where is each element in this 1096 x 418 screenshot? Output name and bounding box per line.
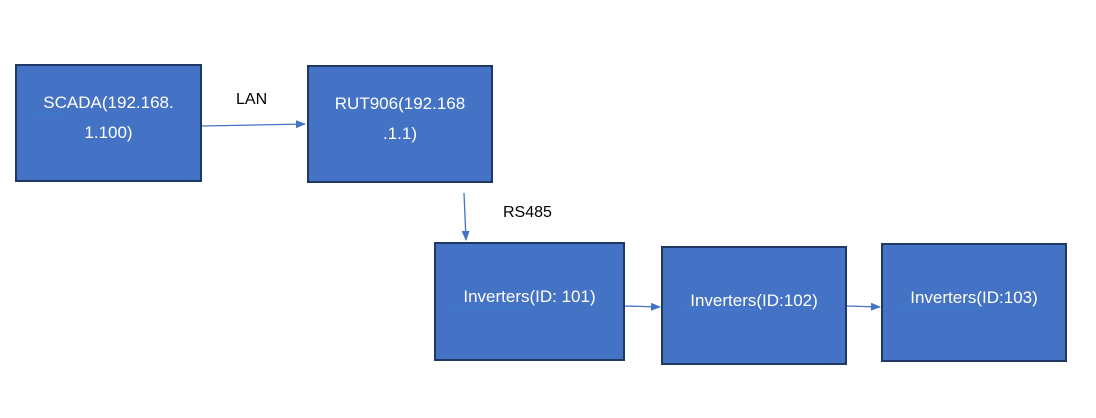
- scada-label: SCADA(192.168. 1.100): [43, 93, 174, 142]
- spellcheck-underline: [898, 308, 980, 309]
- scada-node[interactable]: SCADA(192.168. 1.100): [15, 64, 202, 182]
- inverter-101-label: Inverters(ID: 101): [463, 287, 596, 306]
- rs485-arrow: [461, 192, 470, 241]
- spellcheck-underline: [34, 113, 64, 114]
- inverter-102-label: Inverters(ID:102): [690, 291, 818, 310]
- rut906-label: RUT906(192.168 .1.1): [334, 94, 466, 143]
- inv102-to-inv103-arrow: [846, 302, 881, 311]
- rut906-node[interactable]: RUT906(192.168 .1.1): [307, 65, 493, 183]
- spellcheck-underline: [451, 307, 533, 308]
- rs485-label: RS485: [503, 204, 552, 221]
- inverter-101-node[interactable]: Inverters(ID: 101): [434, 242, 625, 361]
- lan-label: LAN: [236, 91, 268, 108]
- inverter-102-node[interactable]: Inverters(ID:102): [661, 246, 847, 365]
- inverter-103-label: Inverters(ID:103): [910, 288, 1038, 307]
- inverter-103-node[interactable]: Inverters(ID:103): [881, 243, 1067, 362]
- lan-arrow: [201, 120, 306, 129]
- spellcheck-underline: [678, 309, 760, 310]
- inv101-to-inv102-arrow: [624, 302, 661, 311]
